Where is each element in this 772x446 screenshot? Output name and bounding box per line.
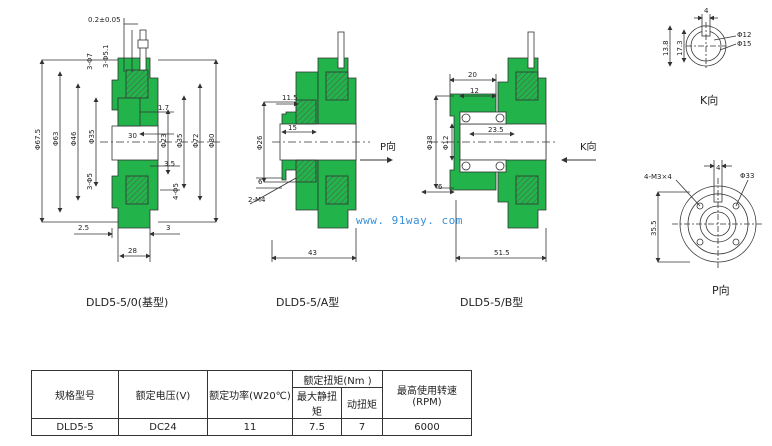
p-dim-33: Φ33 xyxy=(740,172,754,180)
b-dim-20: 20 xyxy=(468,71,477,79)
base-dim-67: Φ67.5 xyxy=(34,129,42,150)
header-static-torque: 最大静扭矩 xyxy=(292,387,342,419)
b-bearing-top xyxy=(459,111,507,125)
base-dim-35: Φ35 xyxy=(88,130,96,144)
base-dim-23: Φ23 xyxy=(160,134,168,148)
watermark: www. 91way. com xyxy=(356,214,463,227)
k-dim-4: 4 xyxy=(704,7,709,15)
base-dim-1-7: 1.7 xyxy=(158,104,169,112)
b-bearing-bot xyxy=(459,159,507,173)
header-power: 额定功率(W20℃) xyxy=(207,370,293,419)
a-dim-2m4: 2-M4 xyxy=(248,196,266,204)
b-dim-12: Φ12 xyxy=(442,136,450,150)
k-view-caption: K向 xyxy=(700,94,719,107)
p-arrow-label: P向 xyxy=(380,140,396,153)
base-dim-2-5: 2.5 xyxy=(78,224,89,232)
base-dim-top: 0.2±0.05 xyxy=(88,16,121,24)
p-dim-4: 4 xyxy=(716,164,721,172)
base-dim-3-5: 3.5 xyxy=(164,160,175,168)
a-dim-43: 43 xyxy=(308,249,317,257)
base-dim-3phi5: 3-Φ5 xyxy=(86,173,94,190)
cell-static: 7.5 xyxy=(292,418,342,436)
p-dim-m3: 4-M3×4 xyxy=(644,173,672,181)
a-view-caption: DLD5-5/A型 xyxy=(276,296,340,309)
b-dim-51-5: 51.5 xyxy=(494,249,510,257)
base-dim-72: Φ72 xyxy=(192,134,200,148)
base-dim-35b: Φ35 xyxy=(176,134,184,148)
a-view xyxy=(249,31,370,262)
b-dim-38: Φ38 xyxy=(426,136,434,150)
cell-voltage: DC24 xyxy=(118,418,208,436)
technical-drawing: 0.2±0.05 Φ67.5 Φ63 Φ46 Φ35 3-Φ7 3-Φ5 3-Φ… xyxy=(34,7,764,270)
a-dim-15: 15 xyxy=(288,124,297,132)
k-dim-13-8: 13.8 xyxy=(662,40,670,56)
base-rotor xyxy=(117,97,141,127)
header-torque: 额定扭矩(Nm ) xyxy=(292,370,383,388)
base-dim-3phi5b: 3-Φ5.1 xyxy=(102,44,110,68)
b-view-caption: DLD5-5/B型 xyxy=(460,296,524,309)
base-dim-28: 28 xyxy=(128,247,137,255)
a-hub-bot xyxy=(295,159,317,183)
b-coil-bottom xyxy=(515,175,539,205)
base-coil-top xyxy=(125,69,149,99)
base-screw xyxy=(139,29,147,71)
a-hub-top xyxy=(295,99,317,125)
b-dim-23-5: 23.5 xyxy=(488,126,504,134)
p-dim-35-5: 35.5 xyxy=(650,220,658,236)
base-coil-bottom xyxy=(125,175,149,205)
a-coil-bottom xyxy=(325,175,349,205)
header-speed: 最高使用转速(RPM) xyxy=(382,370,472,419)
spec-table: 规格型号 额定电压(V) 额定功率(W20℃) 额定扭矩(Nm ) 最高使用转速… xyxy=(31,370,472,436)
b-dim-12-top: 12 xyxy=(470,87,479,95)
k-dim-12: Φ12 xyxy=(737,31,751,39)
p-view xyxy=(655,160,764,270)
a-screw xyxy=(337,31,345,69)
base-dim-3: 3 xyxy=(166,224,170,232)
a-dim-26: Φ26 xyxy=(256,135,264,150)
base-dim-46: Φ46 xyxy=(70,131,78,146)
b-screw xyxy=(527,31,535,69)
base-dim-63: Φ63 xyxy=(52,132,60,146)
a-dim-11-5: 11.5 xyxy=(282,94,298,102)
base-view xyxy=(39,18,220,262)
b-view xyxy=(421,31,556,262)
k-view xyxy=(667,14,737,70)
header-voltage: 额定电压(V) xyxy=(118,370,208,419)
base-screw-head xyxy=(137,39,149,49)
k-arrow-label: K向 xyxy=(580,140,597,153)
a-dim-6: 6 xyxy=(258,178,263,186)
table-row: DLD5-5 DC24 11 7.5 7 6000 xyxy=(31,418,472,436)
cell-model: DLD5-5 xyxy=(31,418,119,436)
cell-power: 11 xyxy=(207,418,293,436)
base-dim-80: Φ80 xyxy=(208,134,216,148)
base-dim-4phi5: 4-Φ5 xyxy=(172,183,180,200)
base-view-caption: DLD5-5/0(基型) xyxy=(86,296,169,309)
cell-speed: 6000 xyxy=(382,418,472,436)
header-dynamic-torque: 动扭矩 xyxy=(341,387,383,419)
b-dim-6: 6 xyxy=(438,183,443,191)
cell-dynamic: 7 xyxy=(341,418,383,436)
k-dim-15: Φ15 xyxy=(737,40,751,48)
a-coil-top xyxy=(325,71,349,101)
b-coil-top xyxy=(515,71,539,101)
base-dim-3phi7: 3-Φ7 xyxy=(86,53,94,70)
base-dim-30: 30 xyxy=(128,132,137,140)
header-model: 规格型号 xyxy=(31,370,119,419)
p-view-caption: P向 xyxy=(712,284,730,297)
k-dim-17-3: 17.3 xyxy=(676,40,684,56)
